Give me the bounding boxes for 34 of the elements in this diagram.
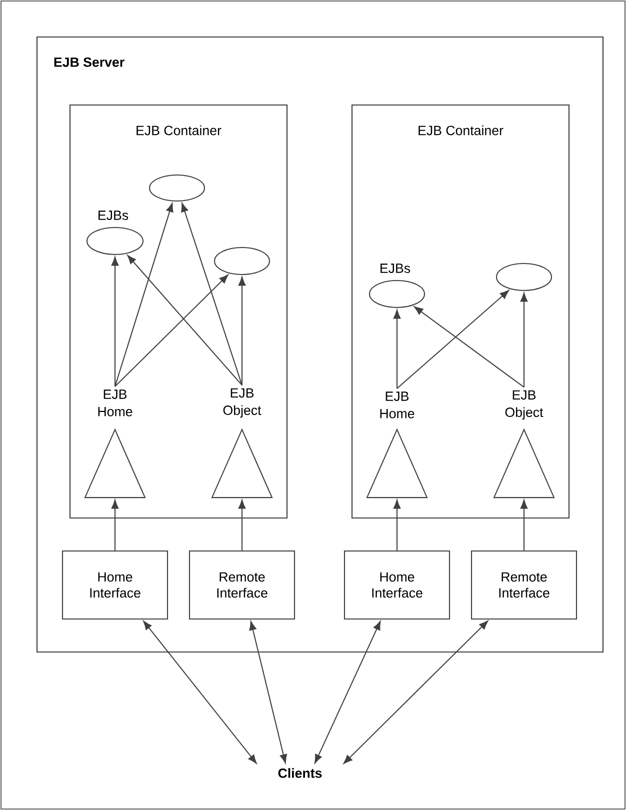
arrow <box>238 500 246 550</box>
interface-box: Remote Interface <box>188 550 296 620</box>
arrow <box>393 310 401 388</box>
bean-ellipse <box>86 226 144 256</box>
bean-ellipse <box>496 262 552 292</box>
arrow <box>343 620 488 764</box>
bean-ellipse <box>368 280 426 308</box>
arrow <box>111 500 119 550</box>
text-label: EJB Object <box>505 390 544 420</box>
arrow <box>520 292 528 388</box>
arrow <box>396 290 509 389</box>
beans-label: EJBs <box>380 264 410 273</box>
interface-box: Remote Interface <box>470 550 578 620</box>
text-label: EJB Home <box>380 392 414 418</box>
interface-box: Home Interface <box>344 550 450 620</box>
arrow <box>114 274 228 387</box>
arrow <box>114 202 174 387</box>
text-label: EJB Home <box>98 390 132 416</box>
arrow <box>520 500 528 550</box>
arrow <box>249 621 287 764</box>
interface-box: Home Interface <box>62 550 168 620</box>
arrow <box>143 620 257 764</box>
arrow <box>111 256 119 386</box>
arrow <box>393 500 401 550</box>
bean-ellipse <box>214 246 270 276</box>
beans-label: EJBs <box>98 210 128 220</box>
arrow <box>238 276 246 386</box>
arrow <box>181 202 242 386</box>
arrow <box>414 306 524 388</box>
bean-ellipse <box>148 174 206 202</box>
text-label: Clients <box>278 768 322 778</box>
arrow <box>314 621 381 764</box>
text-label: EJB Object <box>223 388 262 418</box>
arrow <box>127 254 242 386</box>
